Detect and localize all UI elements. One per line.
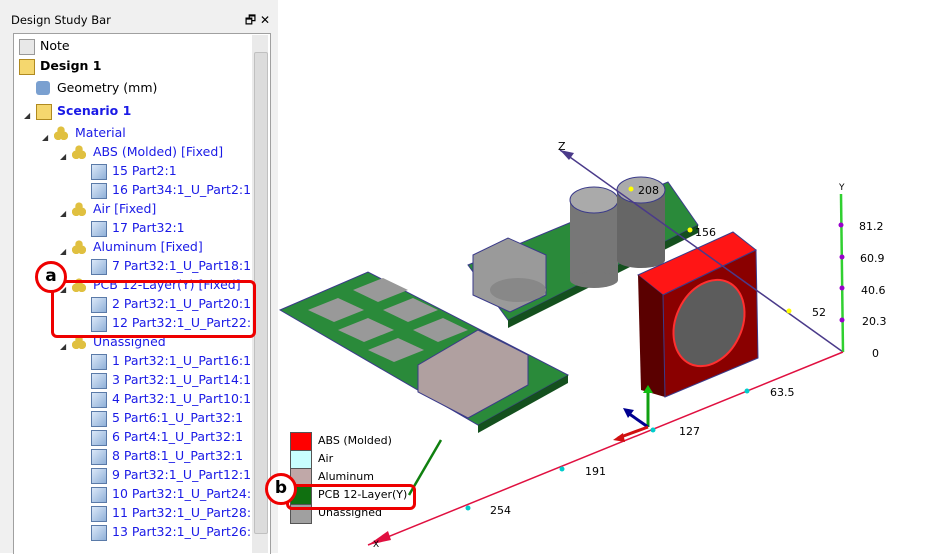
part-icon <box>91 316 107 332</box>
legend-label: PCB 12-Layer(Y) <box>318 488 408 501</box>
y-tick: 60.9 <box>860 252 885 265</box>
expand-arrow-icon[interactable]: ◢ <box>60 342 67 351</box>
y-tick: 81.2 <box>859 220 884 233</box>
expand-arrow-icon[interactable]: ◢ <box>24 111 31 120</box>
material-icon <box>72 335 86 349</box>
y-axis-label: Y <box>839 183 845 193</box>
part-icon <box>91 449 107 465</box>
tree-item-label: ABS (Molded) [Fixed] <box>93 144 224 159</box>
tree-item-label: 2 Part32:1_U_Part20:1 <box>112 296 252 311</box>
tree-item-label: 11 Part32:1_U_Part28:1 <box>112 505 260 520</box>
expand-arrow-icon[interactable]: ◢ <box>60 285 67 294</box>
tree-item-label: 5 Part6:1_U_Part32:1 <box>112 410 244 425</box>
part-icon <box>91 259 107 275</box>
axis-triad-icon <box>613 385 653 442</box>
part-icon <box>91 506 107 522</box>
tree-item-label: 12 Part32:1_U_Part22:1 <box>112 315 260 330</box>
tree-item-label: Material <box>75 125 126 140</box>
part-icon <box>91 411 107 427</box>
geometry-icon <box>36 81 50 95</box>
tree-item-label: Design 1 <box>40 58 102 73</box>
x-tick: 63.5 <box>770 386 795 399</box>
part-icon <box>91 297 107 313</box>
x-tick: 127 <box>679 425 700 438</box>
tree-item-label: 7 Part32:1_U_Part18:1 <box>112 258 252 273</box>
part-icon <box>91 525 107 541</box>
material-icon <box>72 240 86 254</box>
expand-arrow-icon[interactable]: ◢ <box>60 247 67 256</box>
tree-item-label: 13 Part32:1_U_Part26:1 <box>112 524 260 539</box>
part-icon <box>91 468 107 484</box>
tree-item-label: 3 Part32:1_U_Part14:1 <box>112 372 252 387</box>
part-icon <box>91 430 107 446</box>
material-icon <box>54 126 68 140</box>
tree-item-label: 8 Part8:1_U_Part32:1 <box>112 448 244 463</box>
tree-item-label: 16 Part34:1_U_Part2:1 <box>112 182 252 197</box>
tree-item-label: 1 Part32:1_U_Part16:1 <box>112 353 252 368</box>
tree-item-label: 10 Part32:1_U_Part24:1 <box>112 486 260 501</box>
part-icon <box>91 487 107 503</box>
tree-item-label: Aluminum [Fixed] <box>93 239 203 254</box>
tree-item-label: 15 Part2:1 <box>112 163 177 178</box>
note-icon <box>19 39 35 55</box>
part-icon <box>91 373 107 389</box>
panel-title: Design Study Bar <box>11 13 111 27</box>
x-axis-label: X <box>373 540 380 550</box>
scrollbar-thumb[interactable] <box>254 52 268 534</box>
legend-label: Aluminum <box>318 470 374 483</box>
material-icon <box>72 202 86 216</box>
y-tick: 40.6 <box>861 284 886 297</box>
folder-icon <box>19 59 35 75</box>
callout-b: b <box>265 473 297 505</box>
material-icon <box>72 145 86 159</box>
legend-swatch <box>290 450 312 470</box>
expand-arrow-icon[interactable]: ◢ <box>42 133 49 142</box>
legend-label: ABS (Molded) <box>318 434 392 447</box>
part-icon <box>91 164 107 180</box>
highlight-box-a <box>51 280 256 338</box>
z-tick: 52 <box>812 306 826 319</box>
tree-item-label: 6 Part4:1_U_Part32:1 <box>112 429 244 444</box>
z-tick: 208 <box>638 184 659 197</box>
close-icon[interactable]: ✕ <box>259 13 270 27</box>
legend-swatch <box>290 432 312 452</box>
tree-item-label: 17 Part32:1 <box>112 220 185 235</box>
z-axis-label: Z <box>558 140 566 153</box>
tree-item-label: Air [Fixed] <box>93 201 157 216</box>
folder-icon <box>36 104 52 120</box>
3d-viewport[interactable] <box>278 0 936 553</box>
tree-item-label: Scenario 1 <box>57 103 132 118</box>
part-icon <box>91 392 107 408</box>
expand-arrow-icon[interactable]: ◢ <box>60 152 67 161</box>
part-icon <box>91 183 107 199</box>
y-tick: 20.3 <box>862 315 887 328</box>
expand-arrow-icon[interactable]: ◢ <box>60 209 67 218</box>
part-icon <box>91 221 107 237</box>
x-tick: 191 <box>585 465 606 478</box>
highlight-box-b <box>286 484 416 510</box>
tree-item-label: Geometry (mm) <box>57 80 158 95</box>
part-icon <box>91 354 107 370</box>
y-tick: 0 <box>872 347 879 360</box>
tree-item-label: Note <box>40 38 70 53</box>
tree-item-label: 9 Part32:1_U_Part12:1 <box>112 467 252 482</box>
tree-item-label: 4 Part32:1_U_Part10:1 <box>112 391 252 406</box>
x-tick: 254 <box>490 504 511 517</box>
heatsink <box>417 329 529 419</box>
restore-icon[interactable]: 🗗 <box>244 13 257 27</box>
legend-label: Air <box>318 452 334 465</box>
callout-a: a <box>35 261 67 293</box>
z-tick: 156 <box>695 226 716 239</box>
